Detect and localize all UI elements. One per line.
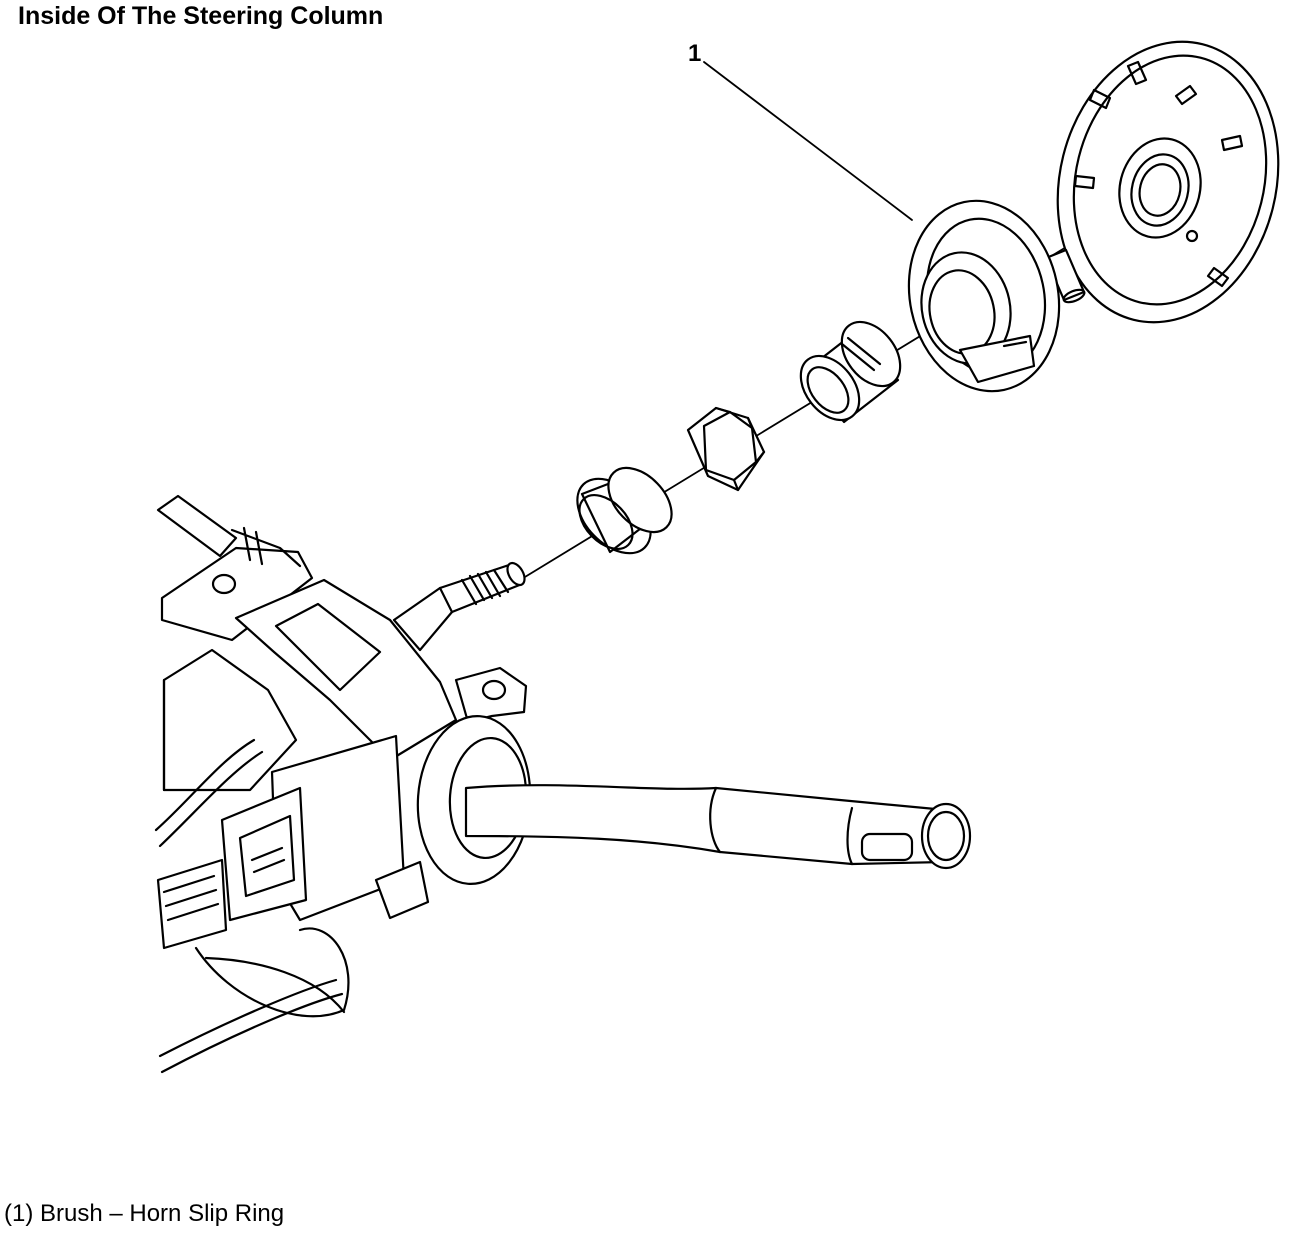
column-housing xyxy=(156,496,526,1072)
hex-nut xyxy=(688,408,764,490)
bearing-race xyxy=(563,456,683,567)
callout-number-1: 1 xyxy=(688,40,702,67)
brush-horn-slip-ring xyxy=(892,187,1077,406)
diagram-title: Inside Of The Steering Column xyxy=(18,2,384,30)
callout-leader-line xyxy=(704,62,912,220)
steering-shaft xyxy=(394,560,528,650)
multifunction-lever xyxy=(412,712,970,887)
legend-item-1: (1) Brush – Horn Slip Ring xyxy=(4,1200,285,1227)
spring-bearing xyxy=(789,311,912,431)
horn-contact-plate xyxy=(1029,18,1307,346)
